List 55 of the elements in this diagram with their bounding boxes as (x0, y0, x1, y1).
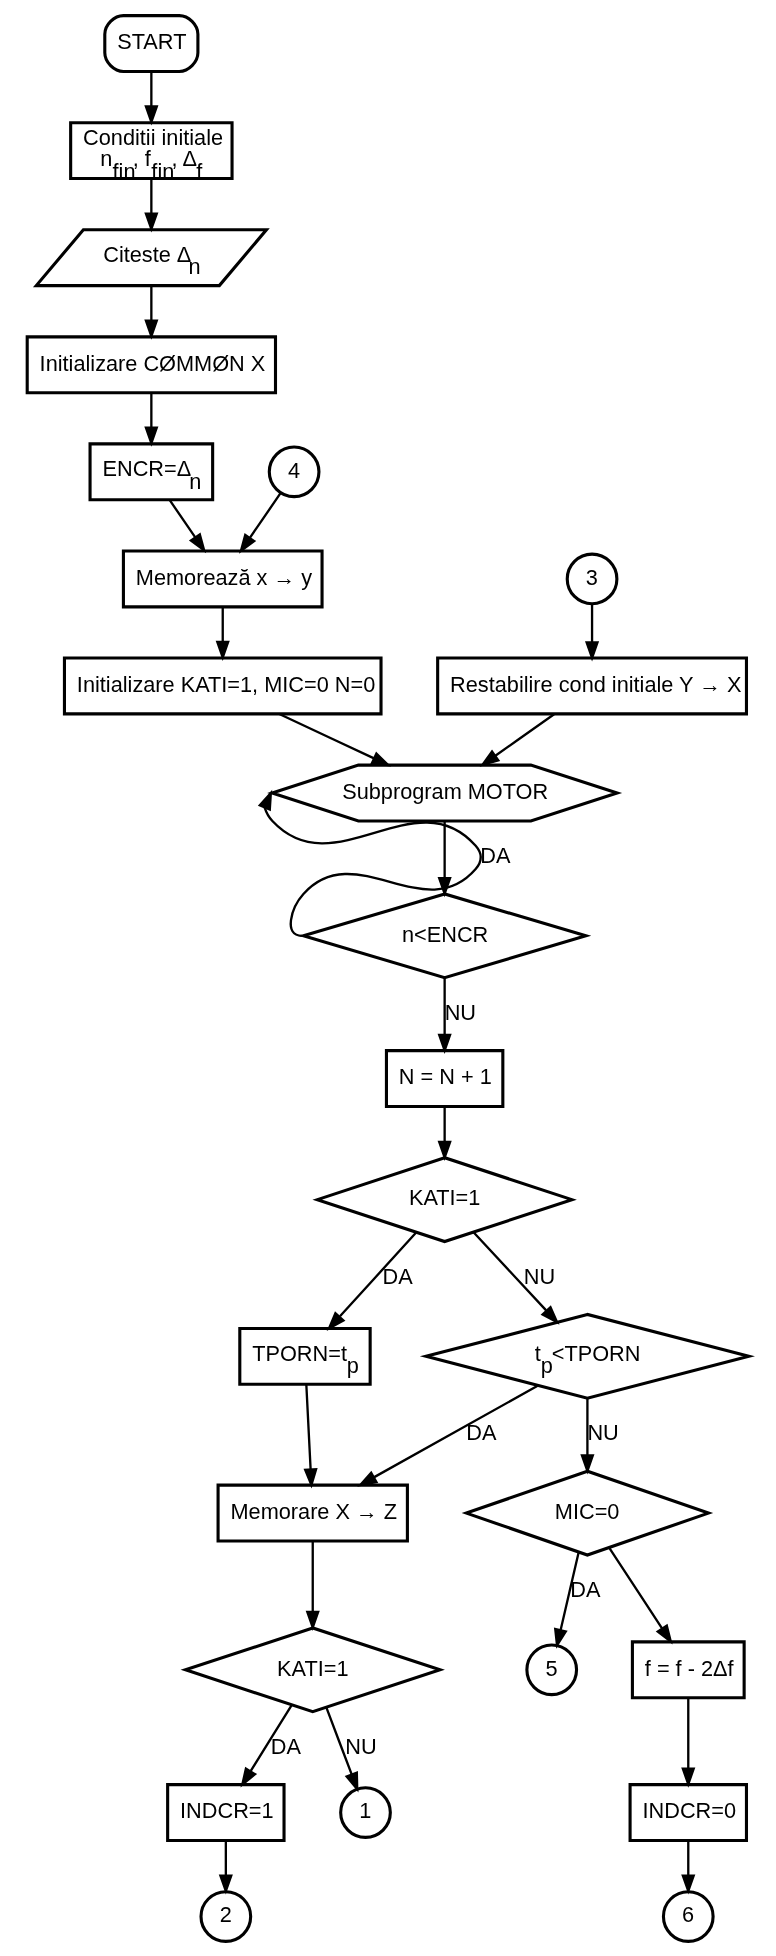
node-box: START (103, 13, 200, 73)
arrow (240, 1704, 293, 1788)
arrow (325, 1706, 359, 1792)
node-circle: 5 (525, 1642, 579, 1696)
arrow (303, 1384, 318, 1489)
node-circle: 6 (661, 1889, 715, 1943)
arrow (238, 491, 282, 554)
node-box: N = N + 1 (384, 1048, 505, 1108)
edge-label: NU (345, 1733, 377, 1759)
node-diamond: MIC=0 (461, 1469, 714, 1557)
arrow (278, 712, 392, 767)
arrow (168, 499, 207, 553)
node-box: Restabilire cond initiale Y → X (436, 656, 748, 715)
node-box: Memorează x → y (121, 548, 324, 608)
edge-label: DA (570, 1576, 601, 1602)
arrow (218, 1840, 233, 1895)
arrow (257, 789, 482, 937)
node-diamond: KATI=1 (180, 1625, 445, 1713)
arrow (357, 1384, 539, 1487)
edge-label: NU (587, 1419, 619, 1445)
node-box: Memorare X → Z (216, 1483, 409, 1543)
edge-label: NU (444, 999, 477, 1025)
arrow (326, 1231, 418, 1331)
arrow (144, 178, 159, 233)
node-box: Initializare CØMMØN X (25, 334, 278, 394)
node-box: Initializare KATI=1, MIC=0 N=0 (62, 656, 383, 715)
edge-label: DA (480, 842, 511, 868)
arrow (215, 606, 230, 661)
arrow (144, 392, 159, 447)
arrow (437, 821, 452, 897)
edge-label: DA (270, 1733, 302, 1759)
arrow (144, 285, 159, 340)
node-box: INDCR=1 (166, 1782, 286, 1842)
arrow (479, 712, 555, 767)
arrow (472, 1230, 560, 1325)
node-circle: 4 (267, 444, 321, 498)
arrow (585, 603, 600, 662)
arrow (553, 1551, 580, 1649)
node-box: INDCR=0 (628, 1782, 748, 1842)
arrow (144, 71, 159, 126)
arrow (681, 1840, 696, 1895)
arrow (580, 1397, 595, 1474)
edge-label: DA (382, 1263, 413, 1289)
arrow (608, 1546, 673, 1645)
arrow (437, 1106, 452, 1161)
arrow (305, 1540, 320, 1631)
arrow (681, 1697, 696, 1788)
node-diamond: KATI=1 (312, 1155, 577, 1243)
node-circle: 3 (565, 552, 619, 605)
edge-label: NU (523, 1263, 556, 1289)
node-circle: 1 (339, 1785, 392, 1839)
arrow (437, 977, 452, 1054)
node-circle: 2 (199, 1889, 253, 1943)
edge-label: DA (466, 1419, 497, 1445)
node-box: f = f - 2Δf (630, 1639, 746, 1699)
